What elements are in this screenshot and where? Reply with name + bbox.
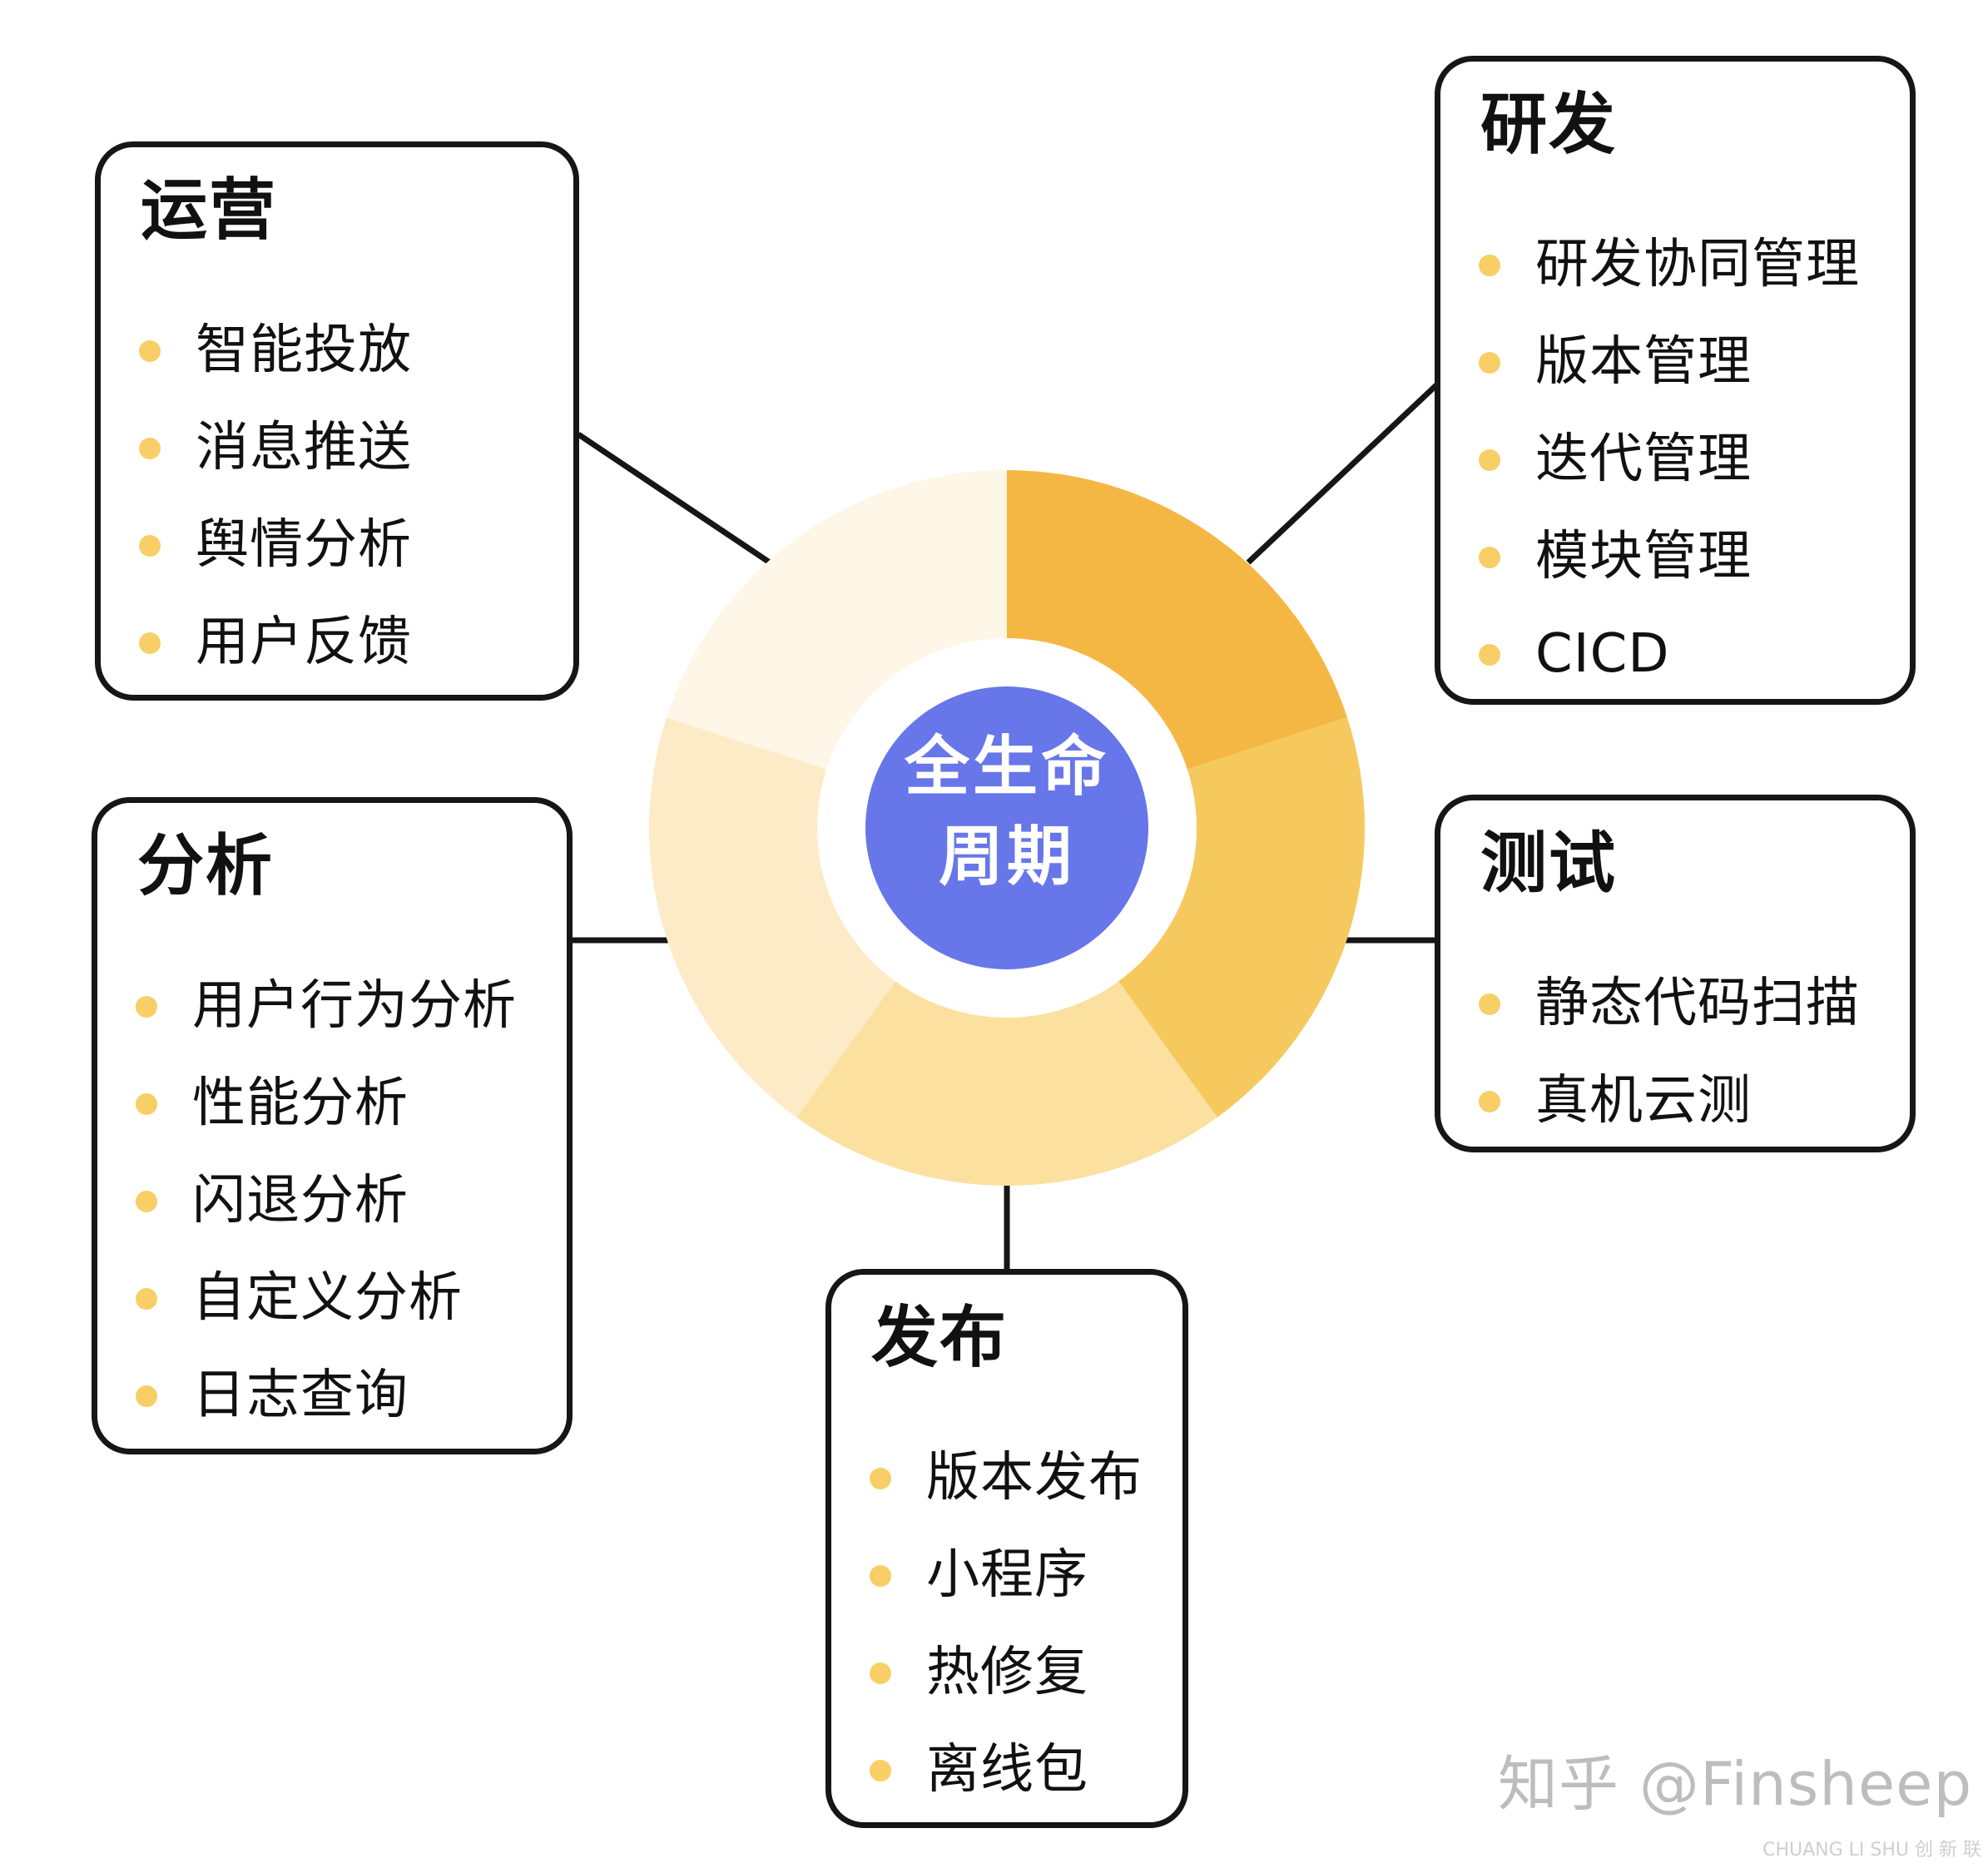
bullet-dot-icon [1479,449,1500,471]
watermark: 知乎 @Finsheep [1498,1749,1973,1819]
list-item: 真机云测 [1477,1053,1860,1150]
bullet-dot-icon [870,1468,891,1489]
card-title: 发布 [871,1299,1008,1376]
item-label: 消息推送 [196,417,412,478]
bullet-dot-icon [136,1385,157,1407]
item-label: 闪退分析 [192,1170,409,1231]
list-item: 性能分析 [134,1055,517,1152]
center-label-line2: 周期 [938,820,1075,894]
card-operations: 运营 智能投放 消息推送 舆情分析 用户反馈 [95,141,579,701]
center-circle [865,686,1148,969]
list-item: 迭代管理 [1477,411,1860,508]
segment-operations [667,470,1007,777]
list-item: 离线包 [868,1722,1143,1819]
bullet-dot-icon [1479,547,1500,568]
bullet-dot-icon [1479,352,1500,374]
item-label: 离线包 [926,1739,1088,1801]
list-item: 舆情分析 [137,497,412,594]
watermark-small: CHUANG LI SHU 创 新 联 [1762,1840,1981,1861]
bullet-dot-icon [870,1760,891,1781]
connector-rd [1246,382,1440,565]
list-item: 智能投放 [137,302,412,399]
card-title: 研发 [1480,86,1617,163]
list-item: 研发协同管理 [1477,216,1860,314]
list-item: 热修复 [868,1624,1143,1722]
item-label: 迭代管理 [1535,429,1752,490]
item-label: 舆情分析 [196,514,412,576]
list-item: 模块管理 [1477,508,1860,606]
card-title: 测试 [1480,825,1617,902]
list-item: 用户行为分析 [134,958,517,1055]
item-label: 用户行为分析 [192,975,517,1037]
item-label: 用户反馈 [196,612,412,673]
item-label: 版本发布 [926,1447,1143,1509]
segment-rd [1007,470,1347,777]
item-list: 研发协同管理 版本管理 迭代管理 模块管理 CICD [1477,216,1860,703]
bullet-dot-icon [139,340,161,362]
item-list: 版本发布 小程序 热修复 离线包 [868,1429,1143,1819]
card-testing: 测试 静态代码扫描 真机云测 [1435,795,1916,1152]
bullet-dot-icon [1479,993,1500,1015]
bullet-dot-icon [136,1288,157,1310]
bullet-dot-icon [870,1565,891,1587]
item-label: 研发协同管理 [1535,234,1860,295]
list-item: 版本发布 [868,1429,1143,1527]
bullet-dot-icon [136,996,157,1018]
card-title: 运营 [141,171,277,249]
bullet-dot-icon [1479,255,1500,276]
bullet-dot-icon [136,1093,157,1115]
lifecycle-donut [649,470,1365,1187]
card-rd: 研发 研发协同管理 版本管理 迭代管理 模块管理 CICD [1435,56,1916,705]
center-label-line1: 全生命 [904,730,1109,805]
item-label: CICD [1535,623,1670,685]
list-item: 小程序 [868,1527,1143,1624]
item-label: 热修复 [926,1642,1088,1703]
card-title: 分析 [137,827,274,904]
list-item: 自定义分析 [134,1250,517,1347]
center-label: 全生命 周期 [865,722,1148,902]
list-item: CICD [1477,606,1860,703]
bullet-dot-icon [139,438,161,459]
list-item: 用户反馈 [137,594,412,691]
item-label: 自定义分析 [192,1267,463,1329]
bullet-dot-icon [1479,1091,1500,1112]
list-item: 版本管理 [1477,314,1860,411]
item-label: 日志查询 [192,1365,409,1426]
segment-analysis [649,717,910,1117]
bullet-dot-icon [139,632,161,654]
list-item: 日志查询 [134,1347,517,1444]
list-item: 消息推送 [137,399,412,497]
list-item: 静态代码扫描 [1477,955,1860,1053]
segment-release [796,962,1217,1187]
card-release: 发布 版本发布 小程序 热修复 离线包 [825,1269,1188,1828]
card-analysis: 分析 用户行为分析 性能分析 闪退分析 自定义分析 日志查询 [92,797,573,1454]
bullet-dot-icon [1479,644,1500,666]
item-label: 版本管理 [1535,331,1752,393]
item-list: 静态代码扫描 真机云测 [1477,955,1860,1150]
item-label: 静态代码扫描 [1535,973,1860,1034]
item-label: 模块管理 [1535,526,1752,587]
bullet-dot-icon [139,535,161,557]
bullet-dot-icon [136,1191,157,1212]
item-list: 智能投放 消息推送 舆情分析 用户反馈 [137,302,412,691]
segment-testing [1104,717,1365,1117]
bullet-dot-icon [870,1662,891,1684]
item-label: 性能分析 [192,1073,409,1134]
item-list: 用户行为分析 性能分析 闪退分析 自定义分析 日志查询 [134,958,517,1444]
item-label: 小程序 [926,1544,1088,1606]
item-label: 智能投放 [196,320,412,381]
connector-operations [577,432,771,565]
list-item: 闪退分析 [134,1152,517,1250]
item-label: 真机云测 [1535,1070,1752,1132]
